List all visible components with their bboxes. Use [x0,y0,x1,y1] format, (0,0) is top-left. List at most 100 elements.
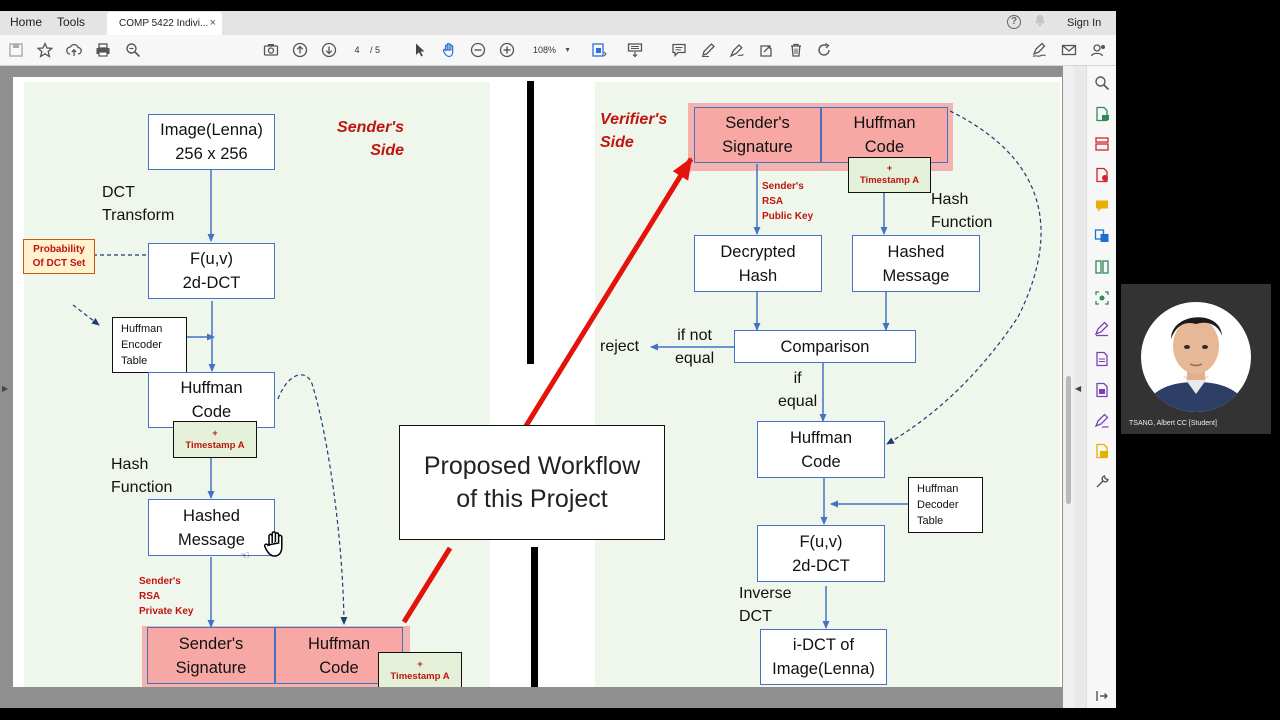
document-viewer[interactable]: ▶ [0,66,1081,708]
verifier-panel [595,82,1060,687]
home-tab[interactable]: Home [10,15,43,29]
more-tools-icon[interactable] [1094,474,1110,490]
scrollbar-thumb[interactable] [1066,376,1071,504]
share-icon[interactable] [757,41,775,59]
participant-name: TSANG, Albert CC [Student] [1129,420,1217,427]
delete-icon[interactable] [787,41,805,59]
sender-side-title: Sender's Side [337,119,404,159]
pen-icon[interactable] [699,41,717,59]
fuv-2d-dct-box: F(u,v) 2d-DCT [757,525,885,582]
hand-tool-icon[interactable] [440,41,458,59]
sign-in-button[interactable]: Sign In [1067,17,1102,29]
proposed-workflow-title: Proposed Workflow of this Project [399,425,665,540]
zoom-in-icon[interactable] [498,41,516,59]
zoom-out-icon[interactable] [469,41,487,59]
tools-tab[interactable]: Tools [57,15,86,29]
collapse-sidebar-icon[interactable] [1094,688,1110,704]
select-cursor-icon[interactable] [411,41,429,59]
vertical-scrollbar[interactable] [1063,66,1074,708]
image-lenna-box: Image(Lenna) 256 x 256 [148,114,275,170]
huffman-code-input-box: Huffman Code [821,107,948,163]
create-pdf-icon[interactable] [1094,136,1110,152]
comment-icon[interactable] [670,41,688,59]
close-tab-icon[interactable]: × [209,17,216,29]
zoom-search-icon[interactable] [124,41,142,59]
hand-cursor-icon [260,529,290,559]
fit-page-icon[interactable] [590,41,608,59]
toolbar: 4 / 5 108% ▼ [0,35,1116,66]
protect-icon[interactable] [1094,351,1110,367]
huffman-decoder-table-box: Huffman Decoder Table [908,477,983,533]
divider-line [527,81,534,364]
sender-signature-box: Sender's Signature [694,107,821,163]
zoom-level-value: 108% [533,45,557,55]
acrobat-window: Home Tools COMP 5422 Indivi... × ? Sign … [0,11,1116,708]
idct-image-lenna-box: i-DCT of Image(Lenna) [760,629,887,685]
hashed-message-box: Hashed Message [148,499,275,556]
zoom-level-select[interactable]: 108% ▼ [525,43,575,58]
timestamp-a-badge: + Timestamp A [378,652,462,687]
search-icon[interactable] [1094,75,1110,91]
edit-pdf-icon[interactable] [1094,167,1110,183]
comment-tool-icon[interactable] [1094,198,1110,214]
rotate-icon[interactable] [815,41,833,59]
timestamp-a-badge: + Timestamp A [848,157,931,193]
small-hand-cursor-icon: ☜ [240,550,250,562]
probability-dct-set-box: Probability Of DCT Set [23,239,95,274]
hash-function-label: Hash Function [111,456,173,496]
if-equal-label: if equal [778,370,818,410]
verifier-side-title: Verifier's Side [600,111,668,151]
fill-sign-icon[interactable] [1030,41,1048,59]
left-panel-toggle-icon[interactable]: ▶ [2,384,9,393]
document-tab[interactable]: COMP 5422 Indivi... × [107,12,222,35]
fuv-2d-dct-box: F(u,v) 2d-DCT [148,243,275,299]
prev-page-icon[interactable] [291,41,309,59]
right-panel-toggle-icon[interactable]: ◀ [1075,384,1082,393]
next-page-icon[interactable] [320,41,338,59]
tab-bar: Home Tools COMP 5422 Indivi... × ? Sign … [0,11,1116,35]
compress-pdf-icon[interactable] [1094,382,1110,398]
page-number-input[interactable]: 4 [354,45,360,55]
sign-icon[interactable] [728,41,746,59]
upload-icon[interactable] [65,41,83,59]
page-total: / 5 [370,45,381,55]
reject-label: reject [600,338,640,355]
dct-transform-label: DCT Transform [102,184,175,224]
chevron-down-icon: ▼ [564,47,571,54]
email-icon[interactable] [1060,41,1078,59]
print-icon[interactable] [94,41,112,59]
connector-lines [45,110,1042,629]
organize-pages-icon[interactable] [1094,259,1110,275]
divider-line [531,547,538,687]
inverse-dct-label: Inverse DCT [739,585,792,625]
participant-avatar [1141,302,1251,412]
help-icon[interactable]: ? [1007,15,1021,29]
account-icon[interactable] [1089,41,1107,59]
webcam-video: TSANG, Albert CC [Student] [1121,284,1271,434]
snapshot-icon[interactable] [262,41,280,59]
send-for-signature-icon[interactable] [1094,413,1110,429]
if-not-equal-label: if not equal [675,327,715,367]
combine-files-icon[interactable] [1094,228,1110,244]
export-pdf-icon[interactable] [1094,106,1110,122]
rsa-public-key-label: Sender's RSA Public Key [762,181,814,222]
hashed-message-box: Hashed Message [852,235,980,292]
notification-bell-icon[interactable] [1034,14,1046,30]
tools-sidebar [1086,66,1116,708]
stamp-icon[interactable] [1094,443,1110,459]
decrypted-hash-box: Decrypted Hash [694,235,822,292]
rsa-private-key-label: Sender's RSA Private Key [139,576,194,617]
scroll-mode-icon[interactable] [626,41,644,59]
huffman-encoder-table-box: Huffman Encoder Table [112,317,187,373]
slide-page: Sender's Side Image(Lenna) 256 x 256 DCT… [13,77,1062,687]
sender-signature-box: Sender's Signature [147,627,275,684]
scan-ocr-icon[interactable] [1094,290,1110,306]
huffman-code-box: Huffman Code [757,421,885,478]
comparison-box: Comparison [734,330,916,363]
bookmark-star-icon[interactable] [36,41,54,59]
huffman-code-box: Huffman Code [148,372,275,428]
save-icon[interactable] [7,41,25,59]
fill-sign-tool-icon[interactable] [1094,321,1110,337]
timestamp-a-badge: + Timestamp A [173,421,257,458]
